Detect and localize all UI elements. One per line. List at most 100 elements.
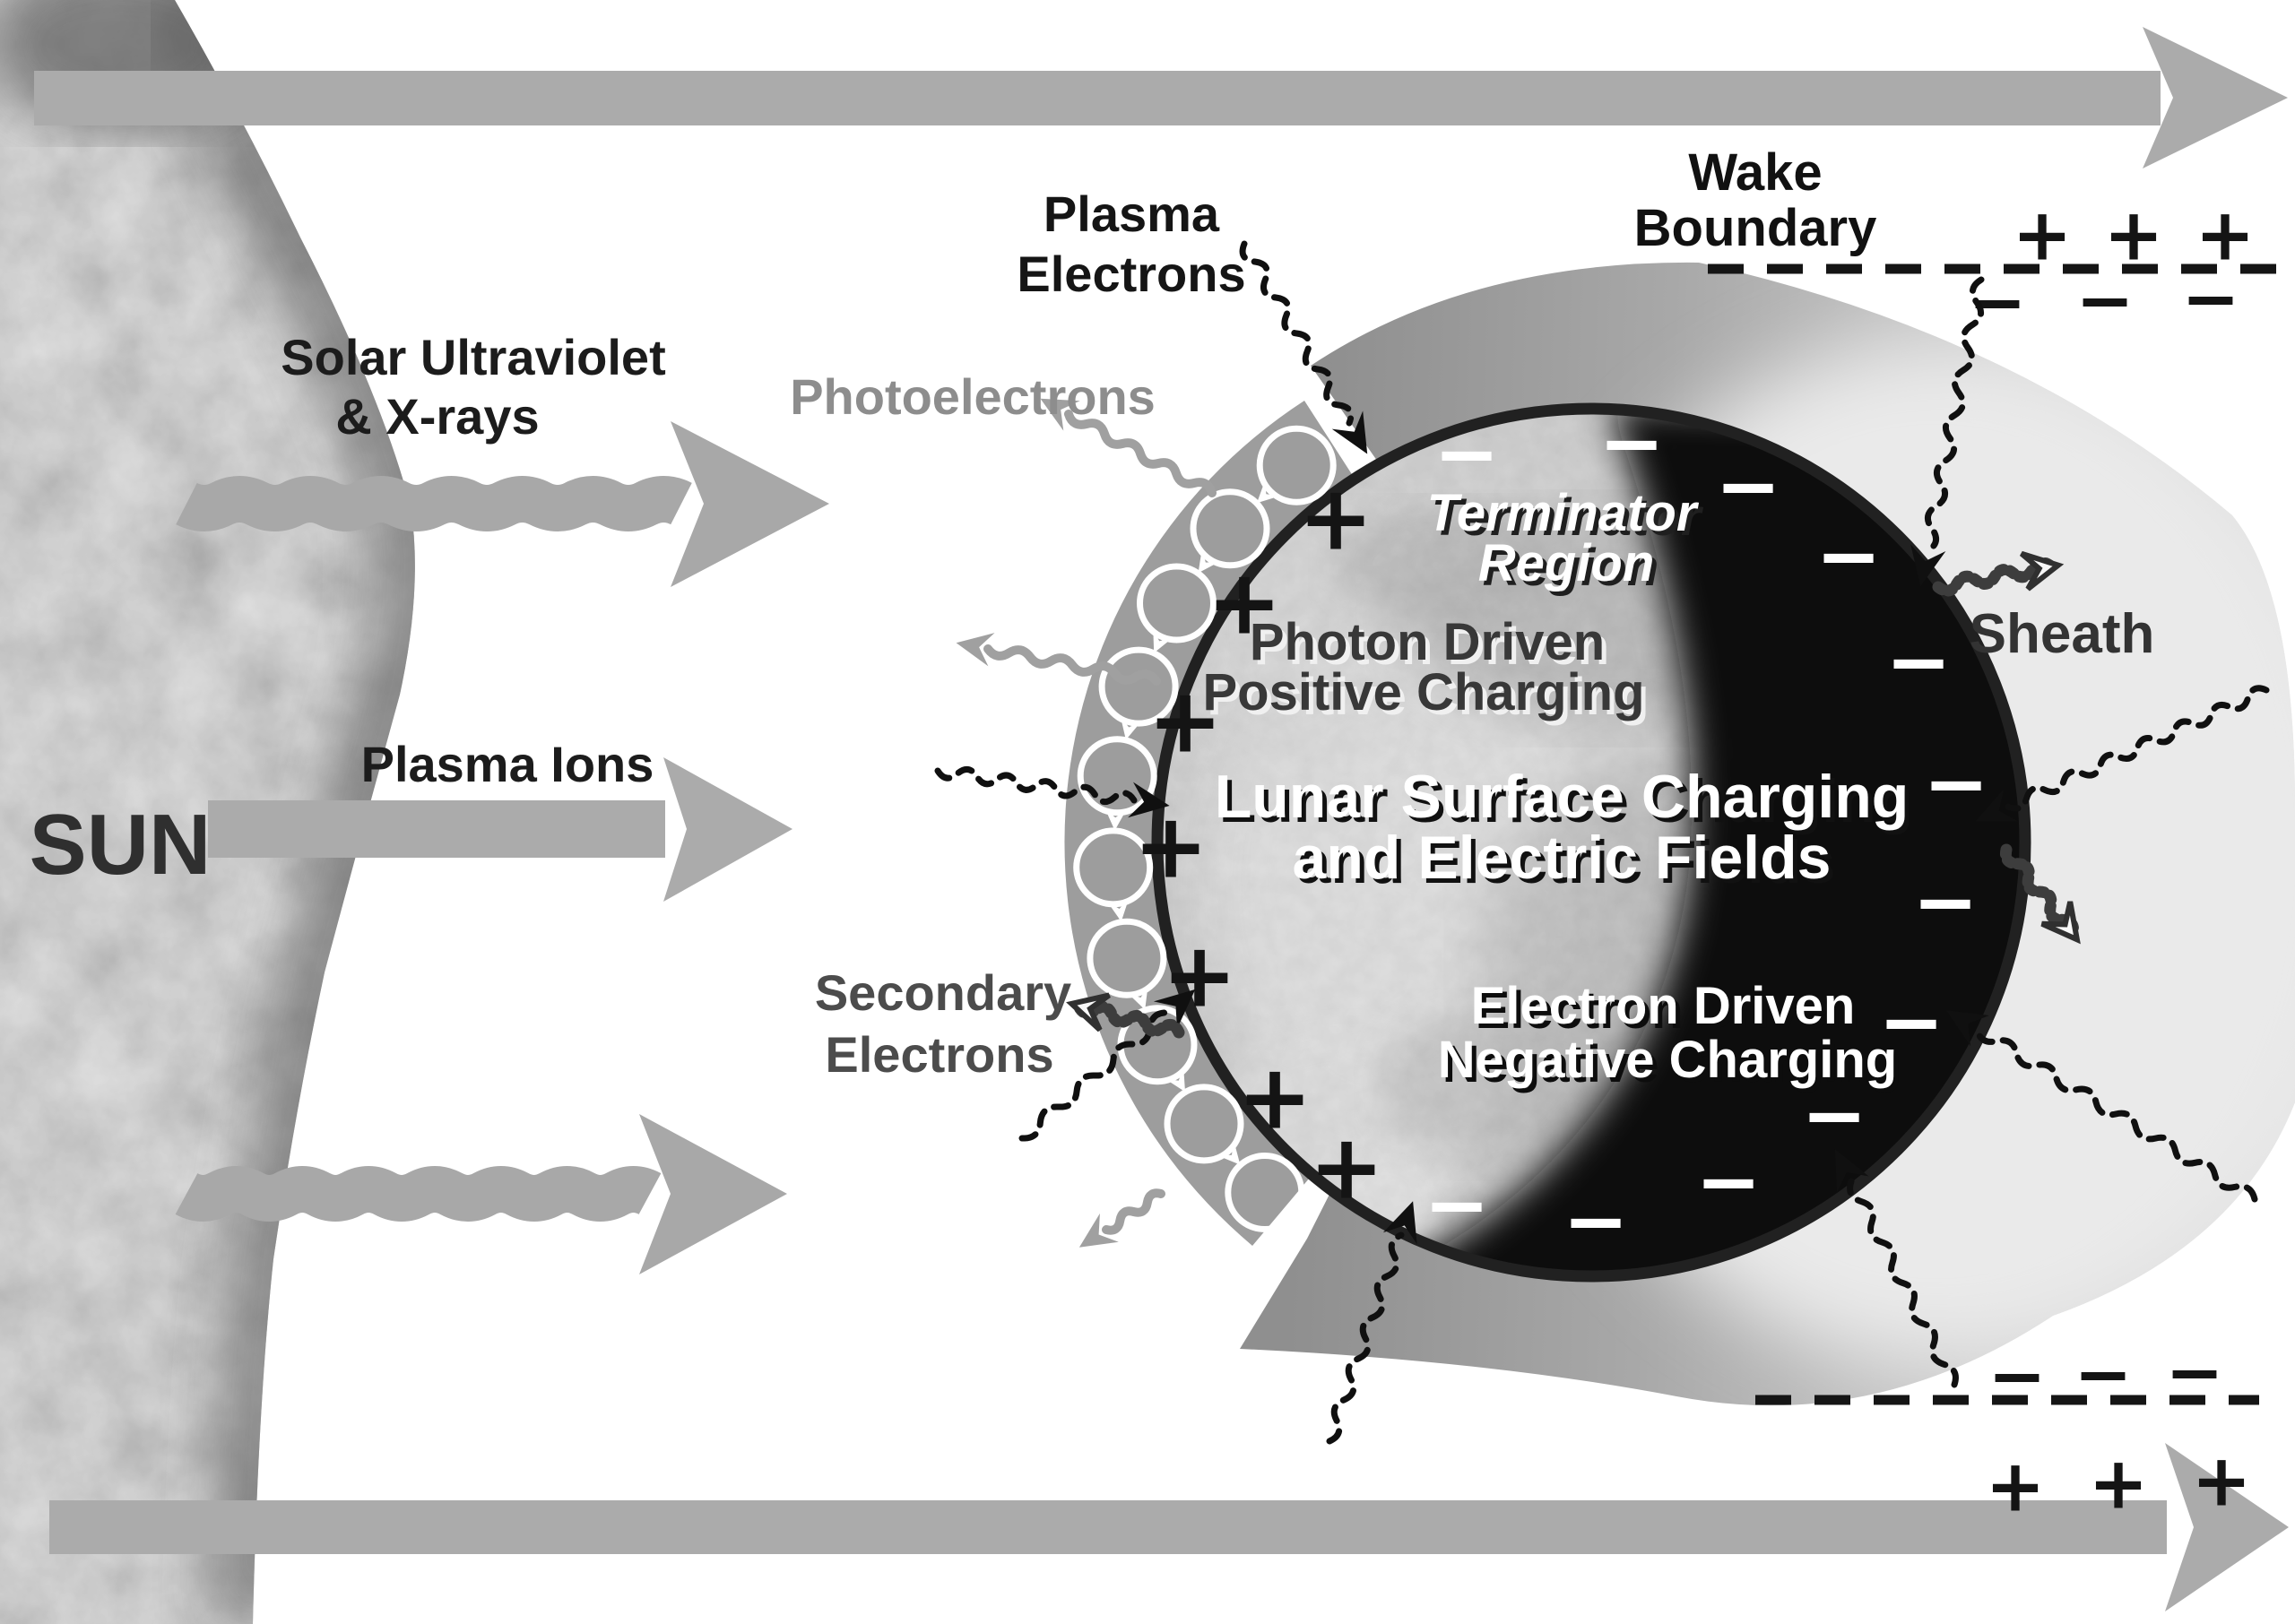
wake-top-minus-symbol: − xyxy=(2181,259,2239,340)
uv-xray-arrowhead xyxy=(671,421,829,587)
electron-charging-label: Negative Charging xyxy=(1438,1031,1897,1089)
secondary-electrons-label: Electrons xyxy=(825,1026,1053,1083)
terminator-region-label: Region xyxy=(1483,539,1659,597)
night-side-minus-symbol: − xyxy=(1563,1175,1629,1267)
solar-uv-label: & X-rays xyxy=(335,388,539,445)
diagram-title: Lunar Surface Charging xyxy=(1219,767,1914,835)
plasma-ion-arrowhead xyxy=(663,757,792,902)
day-side-plus-symbol: + xyxy=(1298,466,1373,571)
secondary-electrons-label: Secondary xyxy=(815,964,1071,1021)
solar-flux-arrows xyxy=(175,421,829,1274)
reflected-electron-arrow-top xyxy=(1932,550,2065,597)
gyration-circle xyxy=(1087,918,1167,998)
plasma-electrons-label: Plasma xyxy=(1044,186,1220,242)
day-side-plus-symbol: + xyxy=(1148,669,1223,773)
night-side-minus-symbol: − xyxy=(1424,1159,1490,1251)
gyration-circle xyxy=(1190,488,1270,569)
night-side-minus-symbol: − xyxy=(1801,1069,1867,1162)
night-side-minus-symbol: − xyxy=(1815,510,1882,602)
gyration-arrowhead xyxy=(1217,1141,1241,1165)
wake-bottom-plus-symbol: + xyxy=(2088,1442,2148,1525)
photon-charging-label: Positive Charging xyxy=(1202,663,1644,721)
moon-rim xyxy=(1151,402,2031,1283)
gyration-arrowhead xyxy=(1198,549,1220,574)
gyration-circle xyxy=(1256,425,1337,505)
wake-bottom-plus-symbol: + xyxy=(2191,1439,2251,1523)
photoelectron-arrow-top xyxy=(1040,398,1217,497)
gyration-arrowhead xyxy=(1120,716,1142,740)
gyration-arrowhead xyxy=(1165,1067,1185,1093)
gyration-arrowhead xyxy=(1104,808,1127,831)
solar-wind-arrow-top xyxy=(34,27,2288,168)
gyration-circle xyxy=(1164,1084,1244,1164)
secondary-electron-arrow xyxy=(1066,992,1185,1039)
terminator-region-label: Terminator xyxy=(1427,484,1700,542)
electron-charging-label: Electron Driven xyxy=(1476,981,1860,1040)
uv-xray-arrow-lower xyxy=(175,1166,662,1222)
night-side-minus-symbol: − xyxy=(1885,616,1952,708)
solar-wind-arrow-bottom xyxy=(49,1443,2289,1611)
gyration-circle xyxy=(1137,563,1217,644)
photon-charging-label: Photon Driven xyxy=(1254,618,1609,676)
photoelectrons-label: Photoelectrons xyxy=(790,368,1156,425)
wake-bottom-minus-symbol: − xyxy=(2074,1335,2132,1415)
gyration-circle xyxy=(1225,1153,1305,1232)
reflected-electron-arrow-mid xyxy=(1999,843,2081,945)
wake-top-plus-symbol: + xyxy=(2195,194,2255,277)
electron-arrow-mid-right xyxy=(1975,685,2270,822)
electron-arrow-low-right xyxy=(1945,1010,2258,1203)
night-side-minus-symbol: − xyxy=(1715,440,1781,532)
electron-arrow-dayside-low xyxy=(1018,989,1196,1142)
plasma-ions-label: Plasma Ions xyxy=(361,736,654,792)
terminator-region-label: Terminator xyxy=(1432,488,1704,547)
night-side-minus-symbol: − xyxy=(1433,408,1500,500)
night-side-minus-symbol: − xyxy=(1598,397,1665,489)
electron-charging-label: Electron Driven xyxy=(1471,977,1856,1035)
ion-arrow-dayside xyxy=(934,766,1170,818)
wake-boundary-label: Boundary xyxy=(1634,199,1877,257)
gyration-arrowhead xyxy=(1257,480,1280,504)
day-side-plus-symbol: + xyxy=(1237,1045,1312,1150)
diagram-title: and Electric Fields xyxy=(1297,828,1836,896)
night-side-minus-symbol: − xyxy=(1695,1136,1762,1228)
wake-bottom-minus-symbol: − xyxy=(2165,1333,2223,1413)
terminator-region-label: Region xyxy=(1478,534,1655,592)
wake-bottom-plus-symbol: + xyxy=(1985,1445,2045,1528)
night-side-minus-symbol: − xyxy=(1878,976,1944,1068)
wake-boundary-label: Wake xyxy=(1688,143,1822,202)
wake-bottom-minus-symbol: − xyxy=(1988,1336,2046,1417)
day-side-plus-symbol: + xyxy=(1162,923,1237,1028)
sheath-label: Sheath xyxy=(1970,603,2155,665)
photoelectron-gyration-circles xyxy=(1073,425,1337,1232)
plasma-electrons-label: Electrons xyxy=(1017,246,1245,302)
night-side-minus-symbol: − xyxy=(1923,738,1989,830)
electron-charging-label: Negative Charging xyxy=(1442,1035,1901,1093)
gyration-arrowhead xyxy=(1107,898,1130,922)
wake-top-minus-symbol: − xyxy=(2075,261,2134,341)
electron-arrow-bottom-right xyxy=(1834,1149,1959,1388)
electron-arrow-top-right xyxy=(1910,276,1985,587)
day-side-plus-symbol: + xyxy=(1309,1115,1384,1220)
particle-arrows xyxy=(175,240,2270,1445)
electron-arrow-bottom-center xyxy=(1326,1201,1417,1445)
uv-xray-arrow xyxy=(176,476,692,531)
wake-boundary-lines xyxy=(1708,263,2289,1405)
gyration-circle xyxy=(1073,827,1154,908)
diagram-title: Lunar Surface Charging xyxy=(1215,763,1910,831)
gyration-arrowhead xyxy=(1284,1204,1309,1226)
wake-top-plus-symbol: + xyxy=(2103,194,2163,277)
charge-symbols: +++++++−−−−−−−−−−−−+++−−−−−−+++ xyxy=(1133,194,2255,1528)
gyration-circle xyxy=(1077,736,1157,816)
wake-top-plus-symbol: + xyxy=(2012,194,2072,277)
day-side-plus-symbol: + xyxy=(1207,550,1282,655)
night-side-minus-symbol: − xyxy=(1912,856,1979,948)
photon-charging-label: Photon Driven xyxy=(1250,613,1605,671)
solar-uv-label: Solar Ultraviolet xyxy=(281,329,665,385)
gyration-arrowhead xyxy=(1153,628,1173,653)
photon-charging-label: Positive Charging xyxy=(1207,668,1649,726)
diagram-title: and Electric Fields xyxy=(1293,824,1832,892)
sun-label: SUN xyxy=(30,797,212,893)
photoelectron-arrow-mid xyxy=(956,633,1161,686)
gyration-arrowhead xyxy=(1127,986,1148,1010)
